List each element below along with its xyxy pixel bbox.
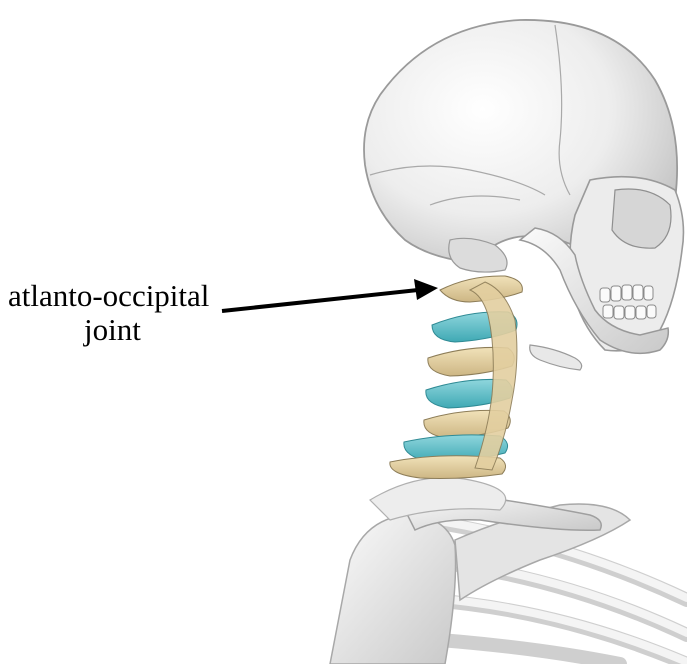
annotation-label-line-2: joint: [84, 313, 141, 347]
annotation-label-line-1: atlanto-occipital: [8, 279, 209, 313]
pointer-arrow: [222, 279, 438, 311]
hyoid-bone: [530, 345, 582, 370]
orbit: [612, 189, 671, 248]
humerus-bone: [330, 515, 456, 664]
